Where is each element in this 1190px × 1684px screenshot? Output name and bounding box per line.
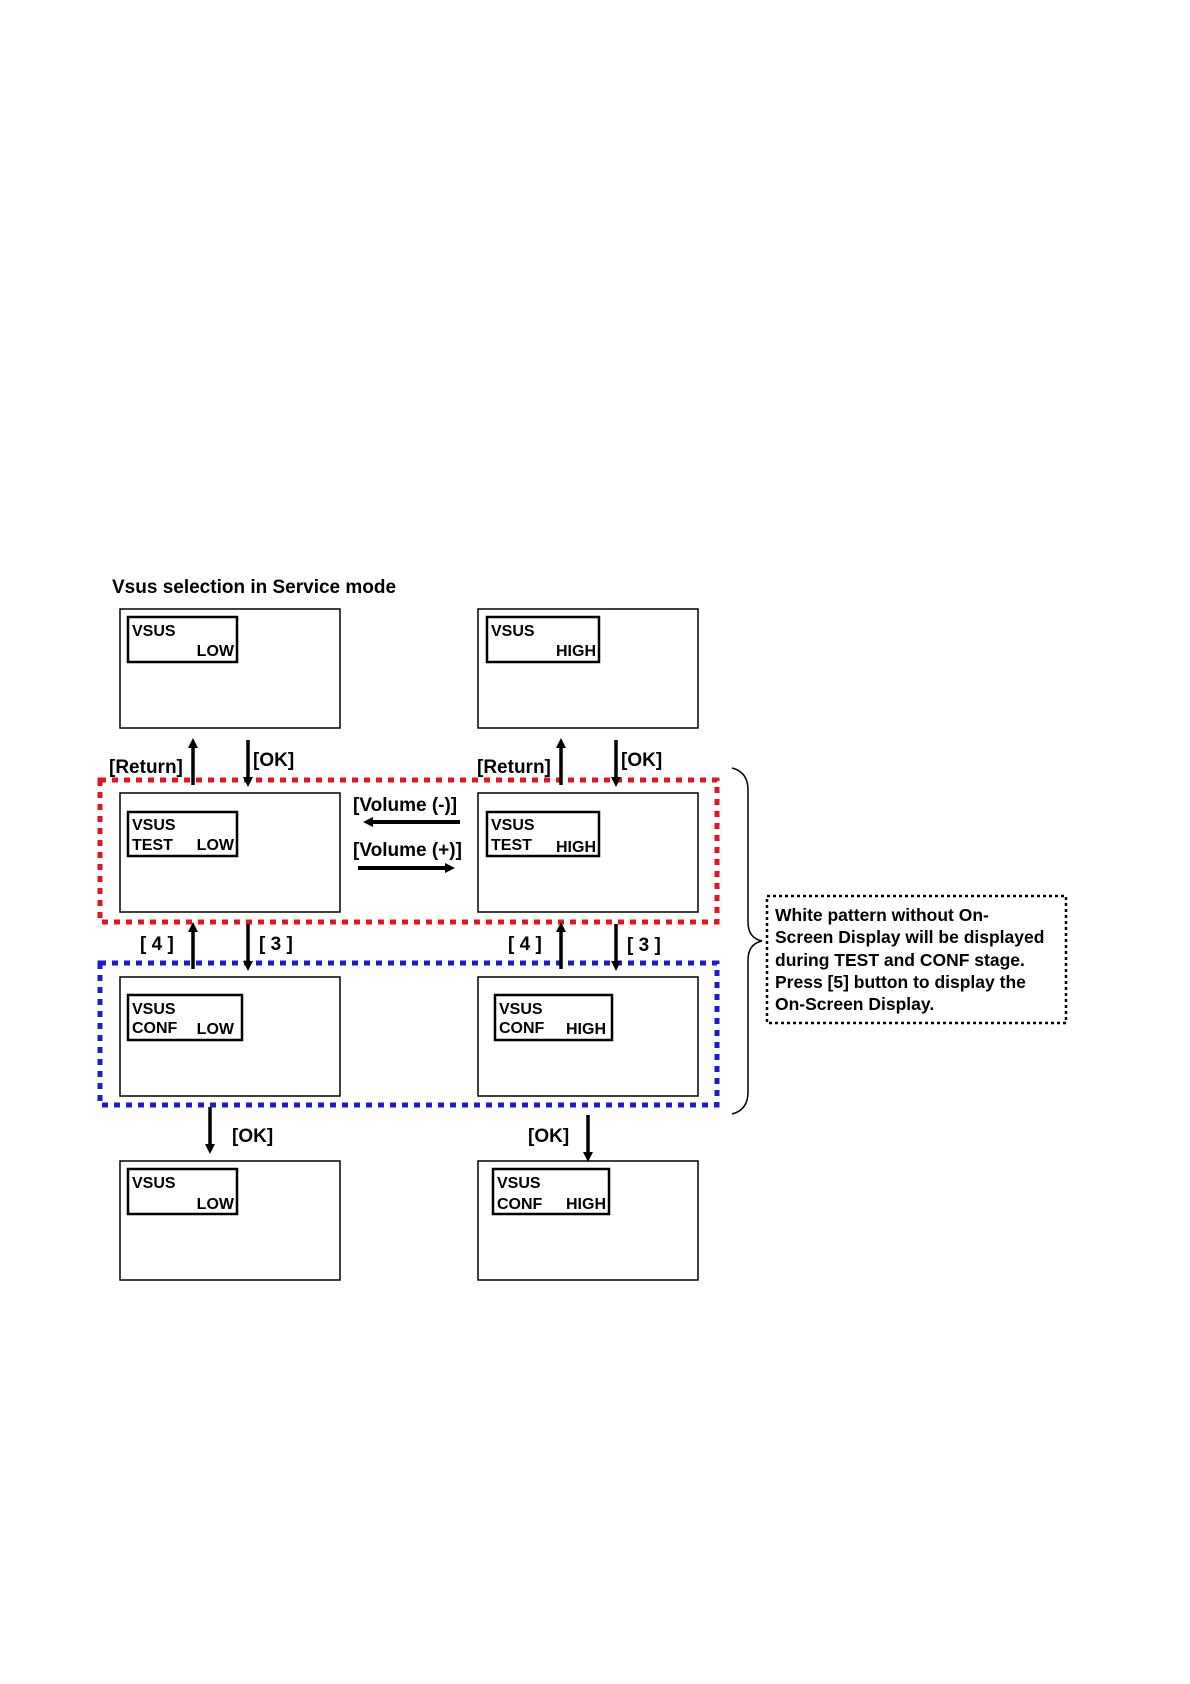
- return-label-left: [Return]: [109, 757, 183, 778]
- screen-final-high: VSUS CONF HIGH: [477, 1160, 699, 1281]
- osd-level: HIGH: [556, 839, 596, 856]
- osd-level: LOW: [197, 837, 235, 854]
- osd-line2: CONF: [497, 1196, 543, 1213]
- screen-top-high: VSUS HIGH: [477, 608, 699, 729]
- ok-label-left: [OK]: [253, 750, 294, 771]
- osd-line1: VSUS: [491, 817, 535, 834]
- note-line-4: Press [5] button to display the: [775, 972, 1026, 992]
- ok-label-bottom-left: [OK]: [232, 1126, 273, 1147]
- note-line-3: during TEST and CONF stage.: [775, 950, 1025, 970]
- osd-level: LOW: [197, 1196, 235, 1213]
- note-line-5: On-Screen Display.: [775, 994, 934, 1014]
- volume-plus-label: [Volume (+)]: [353, 840, 462, 861]
- osd-level: HIGH: [566, 1196, 606, 1213]
- osd-line1: VSUS: [132, 817, 176, 834]
- screen-test-low: VSUS TEST LOW: [119, 792, 341, 913]
- osd-line1: VSUS: [491, 623, 535, 640]
- group-brace: [731, 767, 763, 1115]
- screen-final-low: VSUS LOW: [119, 1160, 341, 1281]
- osd-line1: VSUS: [497, 1175, 541, 1192]
- ok-label-right: [OK]: [621, 750, 662, 771]
- osd-line1: VSUS: [132, 1001, 176, 1018]
- screen-conf-low: VSUS CONF LOW: [119, 976, 341, 1097]
- osd-line2: TEST: [491, 837, 532, 854]
- osd-level: HIGH: [566, 1021, 606, 1038]
- osd-level: HIGH: [556, 643, 596, 660]
- osd-line2: CONF: [132, 1020, 178, 1037]
- osd-line2: CONF: [499, 1020, 545, 1037]
- osd-line2: TEST: [132, 837, 173, 854]
- screen-conf-high: VSUS CONF HIGH: [477, 976, 699, 1097]
- osd-line1: VSUS: [132, 1175, 176, 1192]
- osd-level: LOW: [197, 643, 235, 660]
- key4-label-right: [ 4 ]: [508, 934, 542, 955]
- key3-label-right: [ 3 ]: [627, 935, 661, 956]
- note-box: [765, 894, 1068, 1025]
- note-line-1: White pattern without On-: [775, 905, 989, 925]
- key4-label-left: [ 4 ]: [140, 934, 174, 955]
- screen-test-high: VSUS TEST HIGH: [477, 792, 699, 913]
- osd-level: LOW: [197, 1021, 235, 1038]
- key3-label-left: [ 3 ]: [259, 934, 293, 955]
- screen-top-low: VSUS LOW: [119, 608, 341, 729]
- diagram-title: Vsus selection in Service mode: [112, 577, 396, 598]
- return-label-right: [Return]: [477, 757, 551, 778]
- osd-line1: VSUS: [499, 1001, 543, 1018]
- conf-stage-group-outline: [97, 960, 720, 1108]
- test-stage-group-outline: [97, 777, 720, 925]
- note-line-2: Screen Display will be displayed: [775, 927, 1044, 947]
- volume-minus-label: [Volume (-)]: [353, 795, 457, 816]
- ok-label-bottom-right: [OK]: [528, 1126, 569, 1147]
- osd-line1: VSUS: [132, 623, 176, 640]
